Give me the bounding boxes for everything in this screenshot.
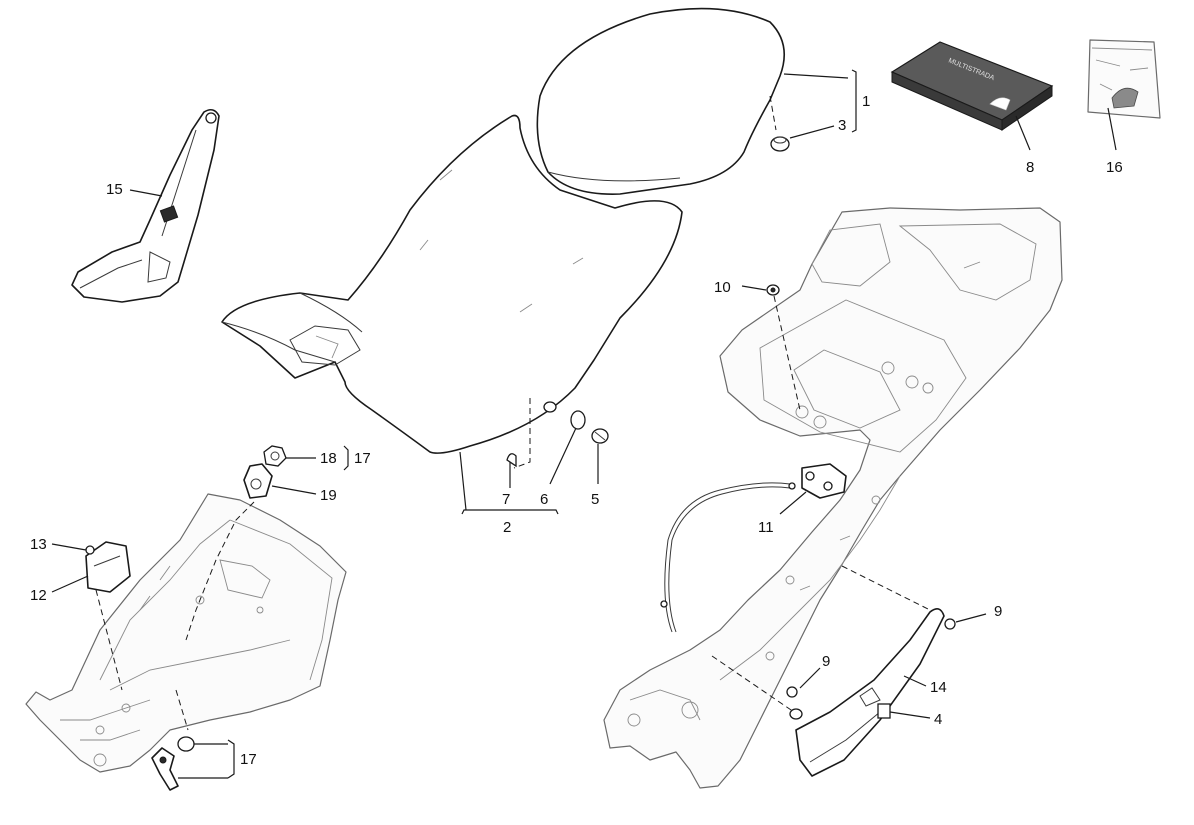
key-lock-part-17	[151, 736, 195, 791]
seat-pin-axis	[513, 398, 531, 469]
side-cover-part-14	[795, 608, 945, 777]
pillion-seat-part-1	[536, 7, 786, 195]
callout-3: 3	[838, 117, 846, 134]
bushing-part-10	[766, 284, 780, 296]
callout-13: 13	[30, 536, 47, 553]
callout-17-upper: 17	[354, 450, 371, 467]
leader-lines	[51, 69, 1117, 779]
callout-16: 16	[1106, 159, 1123, 176]
callout-12: 12	[30, 587, 47, 604]
key-lock-axis	[185, 501, 255, 641]
bracket-part-12	[85, 541, 131, 593]
callout-14: 14	[930, 679, 947, 696]
screw-part-9-upper	[944, 618, 956, 630]
callout-5: 5	[591, 491, 599, 508]
callout-9-lower: 9	[822, 653, 830, 670]
callout-9-upper: 9	[994, 603, 1002, 620]
washer-part-6	[543, 401, 586, 430]
side-panel-part-15	[71, 108, 220, 303]
callout-2: 2	[503, 519, 511, 536]
screw-part-9-lower	[786, 686, 803, 720]
callout-17-lower: 17	[240, 751, 257, 768]
callout-labels: 1 3 8 16 15 7 6 5 2 10 11 9 9 14 4 13 12…	[30, 93, 1123, 768]
callout-11: 11	[758, 519, 774, 536]
callout-4: 4	[934, 711, 942, 728]
undertray	[25, 493, 347, 773]
callout-18: 18	[320, 450, 337, 467]
screw-part-5	[591, 428, 609, 444]
callout-8: 8	[1026, 159, 1034, 176]
lock-bracket-part-19	[243, 463, 273, 499]
owners-manual-part-8: MULTISTRADA	[890, 41, 1054, 131]
rubber-pad-part-3	[770, 136, 790, 152]
callout-6: 6	[540, 491, 548, 508]
callout-10: 10	[714, 279, 731, 296]
screw-part-13	[85, 545, 95, 555]
callout-15: 15	[106, 181, 123, 198]
lower-lock-axis	[175, 689, 189, 731]
seat-fastener-axis	[769, 95, 777, 131]
hook-part-7	[506, 453, 517, 468]
bracket-axis	[95, 589, 123, 691]
bolt-9-axis-lower	[711, 655, 795, 713]
rider-seat-part-2	[221, 114, 683, 454]
callout-7: 7	[502, 491, 510, 508]
callout-19: 19	[320, 487, 337, 504]
clip-part-4	[877, 703, 891, 719]
rear-subframe	[603, 207, 1063, 789]
bolt-9-axis-upper	[841, 565, 931, 611]
nut-part-18	[263, 445, 287, 467]
callout-1: 1	[862, 93, 870, 110]
document-pouch-part-16	[1087, 39, 1161, 119]
seat-lock-part-11	[660, 463, 847, 633]
